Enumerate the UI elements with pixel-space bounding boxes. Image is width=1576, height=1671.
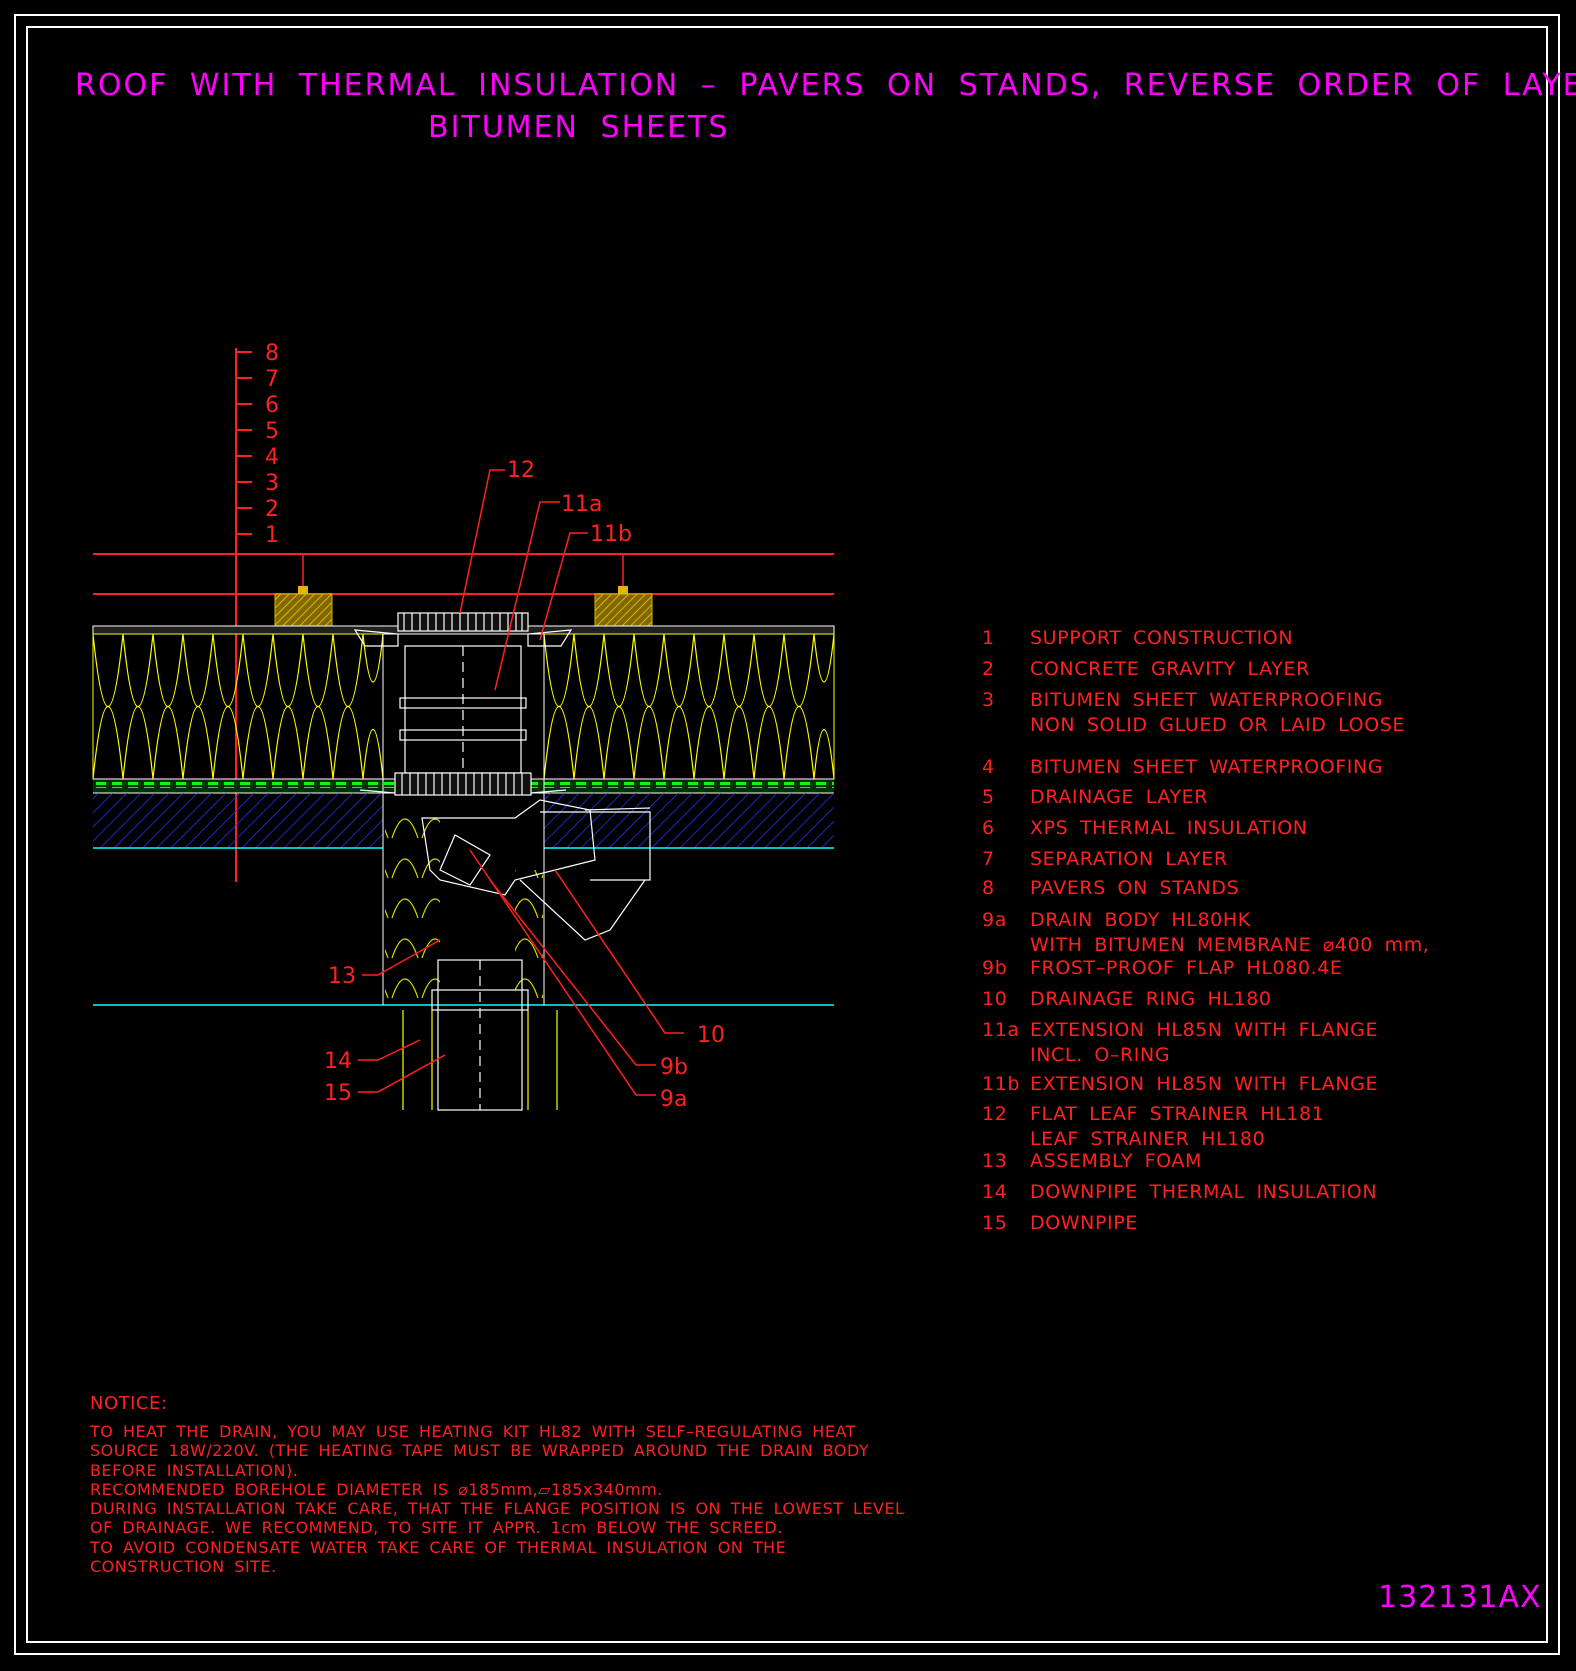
legend-number: 5 (982, 786, 995, 808)
notice-line: SOURCE 18W/220V. (THE HEATING TAPE MUST … (90, 1441, 870, 1461)
legend-number: 11a (982, 1019, 1020, 1041)
notice-line: RECOMMENDED BOREHOLE DIAMETER IS ⌀185mm,… (90, 1479, 663, 1499)
layer-tick-label: 2 (265, 497, 279, 522)
legend-text: BITUMEN SHEET WATERPROOFING (1030, 756, 1384, 778)
legend-number: 8 (982, 877, 995, 899)
legend-text: SEPARATION LAYER (1030, 848, 1228, 870)
paver-stand-left (274, 586, 333, 627)
notice-line: CONSTRUCTION SITE. (90, 1557, 277, 1577)
legend-number: 1 (982, 627, 995, 649)
legend-text: WITH BITUMEN MEMBRANE ⌀400 mm, (1030, 934, 1430, 956)
legend-number: 2 (982, 658, 995, 680)
drawing-code: 132131AX (1378, 1580, 1542, 1615)
paver-stand-right (594, 586, 653, 627)
legend-number: 15 (982, 1212, 1008, 1234)
legend-number: 12 (982, 1103, 1008, 1125)
legend-text: FROST–PROOF FLAP HL080.4E (1030, 957, 1343, 979)
legend-text: DOWNPIPE THERMAL INSULATION (1030, 1181, 1378, 1203)
layer-tick-label: 7 (265, 367, 279, 392)
legend-number: 14 (982, 1181, 1008, 1203)
notice-line: DURING INSTALLATION TAKE CARE, THAT THE … (90, 1499, 905, 1519)
legend-text: PAVERS ON STANDS (1030, 877, 1240, 899)
layer-tick-label: 4 (265, 445, 279, 470)
callout-11a: 11a (561, 492, 602, 517)
legend-text: LEAF STRAINER HL180 (1030, 1128, 1266, 1150)
notice-heading: NOTICE: (90, 1393, 168, 1414)
legend-text: BITUMEN SHEET WATERPROOFING (1030, 689, 1384, 711)
notice-line: TO HEAT THE DRAIN, YOU MAY USE HEATING K… (90, 1422, 856, 1441)
xps-insulation-right (543, 633, 835, 780)
legend-number: 10 (982, 988, 1008, 1010)
callout-10: 10 (697, 1023, 725, 1048)
callout-14: 14 (324, 1049, 352, 1074)
legend-text: EXTENSION HL85N WITH FLANGE (1030, 1019, 1379, 1041)
legend-number: 3 (982, 689, 995, 711)
callout-labels: 12 11a 11b 13 14 15 10 9b 9a (324, 458, 725, 1112)
callout-leaders (358, 469, 684, 1096)
legend-text: CONCRETE GRAVITY LAYER (1030, 658, 1310, 680)
legend-text: DRAIN BODY HL80HK (1030, 909, 1251, 931)
callout-12: 12 (507, 458, 535, 483)
legend-number: 9a (982, 909, 1007, 931)
notice-line: TO AVOID CONDENSATE WATER TAKE CARE OF T… (90, 1537, 787, 1557)
layer-tick-label: 6 (265, 393, 279, 418)
legend-text: XPS THERMAL INSULATION (1030, 817, 1308, 839)
legend-number: 7 (982, 848, 995, 870)
legend-text: INCL. O–RING (1030, 1044, 1171, 1066)
legend-number: 13 (982, 1150, 1008, 1172)
xps-insulation-left (92, 633, 384, 780)
legend-text: DRAINAGE RING HL180 (1030, 988, 1272, 1010)
drawing-border-inner (26, 26, 1548, 1643)
drawing-border-outer (14, 14, 1560, 1655)
legend-text: FLAT LEAF STRAINER HL181 (1030, 1103, 1325, 1125)
drawing-title-line-2: BITUMEN SHEETS (428, 110, 730, 145)
legend-number: 11b (982, 1073, 1021, 1095)
support-construction (93, 634, 834, 1006)
callout-15: 15 (324, 1081, 352, 1106)
layer-tick-label: 5 (265, 419, 279, 444)
legend-text: DRAINAGE LAYER (1030, 786, 1209, 808)
legend-text: DOWNPIPE (1030, 1212, 1138, 1234)
layer-tick-label: 1 (265, 523, 279, 548)
assembly-foam (385, 800, 543, 1005)
drawing-title-line-1: ROOF WITH THERMAL INSULATION – PAVERS ON… (75, 68, 1576, 103)
notice-line: BEFORE INSTALLATION). (90, 1460, 299, 1480)
callout-11b: 11b (590, 522, 632, 547)
layer-tick-label: 8 (265, 341, 279, 366)
legend-number: 6 (982, 817, 995, 839)
notice-lines: TO HEAT THE DRAIN, YOU MAY USE HEATING K… (90, 1422, 904, 1576)
pavers-layer (93, 553, 834, 595)
legend-number: 4 (982, 756, 995, 778)
legend-text: ASSEMBLY FOAM (1030, 1150, 1202, 1172)
legend-text: EXTENSION HL85N WITH FLANGE (1030, 1073, 1379, 1095)
notice-block: NOTICE: TO HEAT THE DRAIN, YOU MAY USE H… (90, 1393, 904, 1576)
callout-13: 13 (328, 964, 356, 989)
legend-text: NON SOLID GLUED OR LAID LOOSE (1030, 714, 1406, 736)
notice-line: OF DRAINAGE. WE RECOMMEND, TO SITE IT AP… (90, 1518, 783, 1538)
legend-text: SUPPORT CONSTRUCTION (1030, 627, 1294, 649)
legend-number: 9b (982, 957, 1008, 979)
callout-9a: 9a (660, 1087, 687, 1112)
callout-9b: 9b (660, 1055, 688, 1080)
layer-tick-label: 3 (265, 471, 279, 496)
